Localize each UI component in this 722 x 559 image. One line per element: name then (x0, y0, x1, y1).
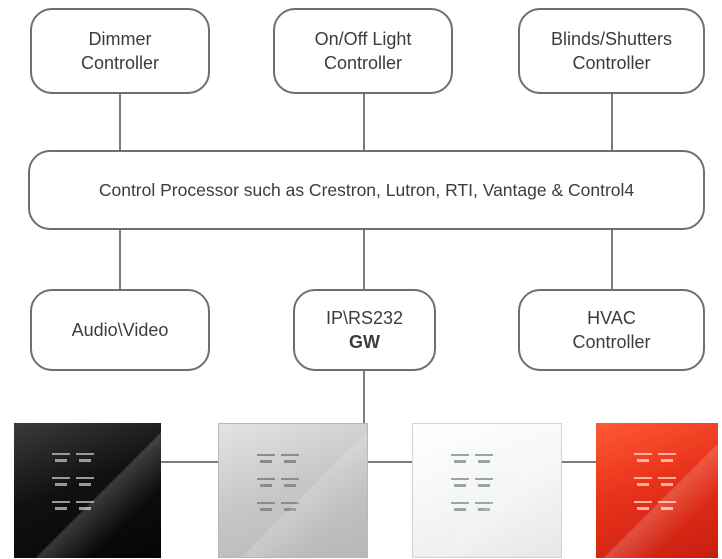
keypad-bus-line (160, 461, 600, 463)
hvac-controller-label-line2: Controller (572, 332, 651, 352)
keypad-button (76, 501, 94, 511)
keypad-button (257, 454, 275, 464)
keypad-button (658, 501, 676, 511)
keypad-button (634, 477, 652, 487)
keypad-button (475, 478, 493, 488)
keypad-panel-black (14, 423, 161, 558)
onoff-light-controller-label-line2: Controller (323, 53, 403, 73)
keypad-button (281, 478, 299, 488)
blinds-shutters-controller-label-line1: Blinds/Shutters (550, 29, 673, 49)
keypad-panel-white (412, 423, 562, 558)
keypad-panel-red (596, 423, 718, 558)
keypad-button (52, 453, 70, 463)
keypad-button (475, 454, 493, 464)
keypad-button (76, 453, 94, 463)
connector-processor-audio (119, 228, 121, 290)
connector-processor-hvac (611, 228, 613, 290)
keypad-panel-grey (218, 423, 368, 558)
ip-rs232-gateway-label-line1: IP\RS232 (325, 308, 404, 328)
keypad-button (634, 501, 652, 511)
onoff-light-controller-label-line1: On/Off Light (314, 29, 412, 49)
onoff-light-controller-box: On/Off Light Controller (273, 8, 453, 94)
keypad-button (451, 454, 469, 464)
ip-rs232-gateway-box: IP\RS232 GW (293, 289, 436, 371)
keypad-button (52, 477, 70, 487)
dimmer-controller-box: Dimmer Controller (30, 8, 210, 94)
keypad-button (52, 501, 70, 511)
connector-processor-gateway (363, 228, 365, 290)
dimmer-controller-label-line1: Dimmer (88, 29, 152, 49)
keypad-button (658, 477, 676, 487)
keypad-button (451, 502, 469, 512)
keypad-button (76, 477, 94, 487)
keypad-button (634, 453, 652, 463)
keypad-button (451, 478, 469, 488)
hvac-controller-label-line1: HVAC (587, 308, 636, 328)
blinds-shutters-controller-box: Blinds/Shutters Controller (518, 8, 705, 94)
keypad-button (281, 454, 299, 464)
connector-gateway-bus (363, 370, 365, 463)
keypad-button (658, 453, 676, 463)
ip-rs232-gateway-label-line2: GW (349, 332, 380, 352)
keypad-buttons (52, 453, 94, 511)
dimmer-controller-label-line2: Controller (80, 53, 160, 73)
connector-onoff-processor (363, 93, 365, 151)
control-processor-label: Control Processor such as Crestron, Lutr… (98, 180, 635, 200)
connector-dimmer-processor (119, 93, 121, 151)
keypad-buttons (451, 454, 493, 512)
audio-video-label: Audio\Video (71, 320, 169, 340)
keypad-button (257, 478, 275, 488)
control-processor-box: Control Processor such as Crestron, Lutr… (28, 150, 705, 230)
keypad-button (257, 502, 275, 512)
audio-video-box: Audio\Video (30, 289, 210, 371)
keypad-button (281, 502, 299, 512)
keypad-button (475, 502, 493, 512)
keypad-buttons (257, 454, 299, 512)
keypad-buttons (634, 453, 676, 511)
connector-blinds-processor (611, 93, 613, 151)
hvac-controller-box: HVAC Controller (518, 289, 705, 371)
blinds-shutters-controller-label-line2: Controller (572, 53, 651, 73)
